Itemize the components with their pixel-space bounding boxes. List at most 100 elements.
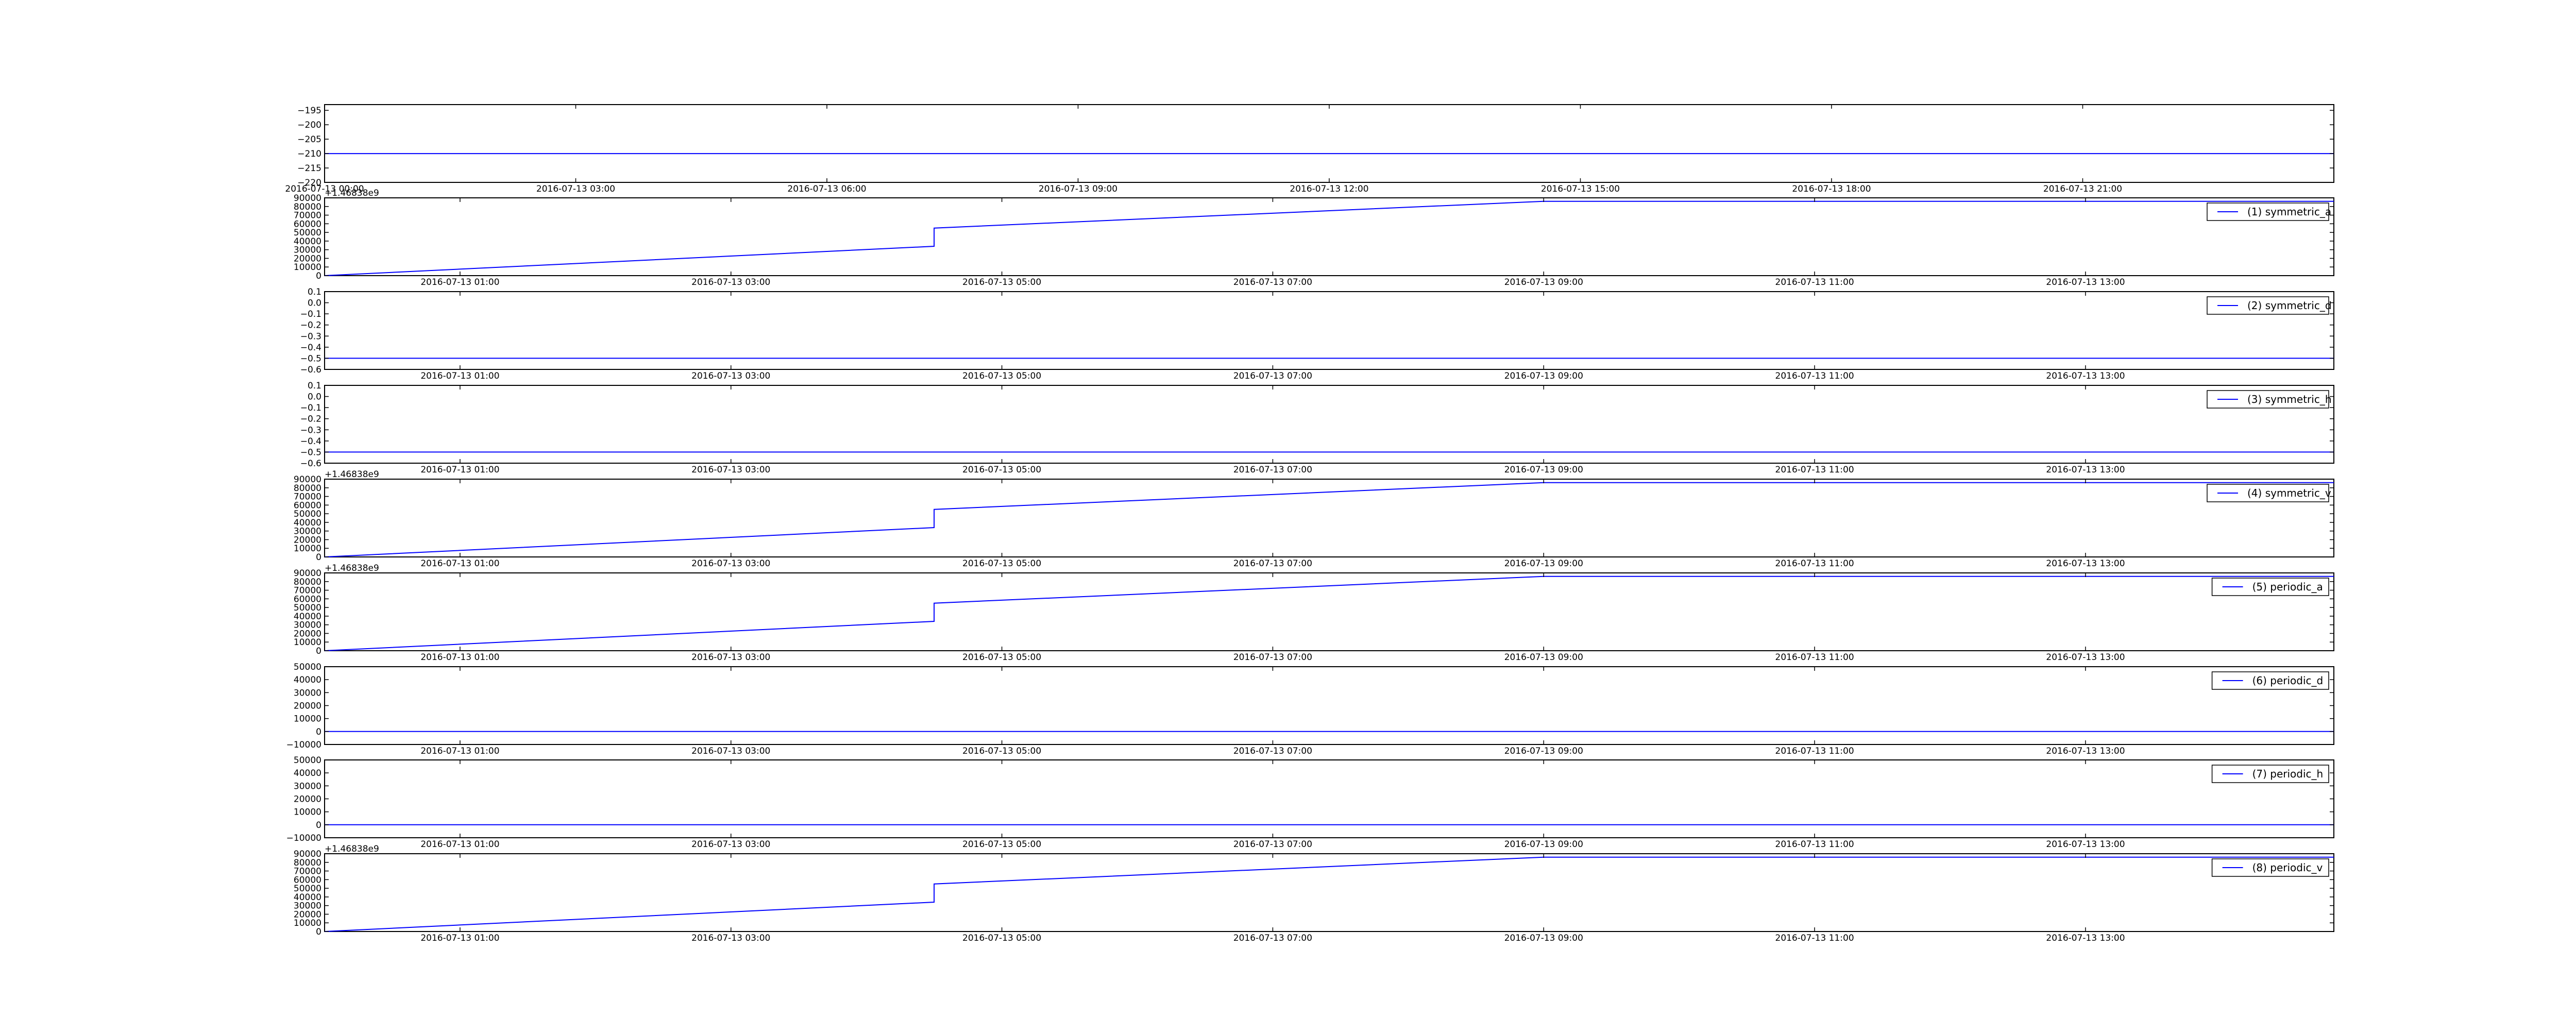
y-tick-label: 20000 (294, 794, 321, 805)
plot-frame (324, 759, 2334, 838)
x-tick-label: 2016-07-13 03:00 (536, 184, 615, 194)
x-tick-label: 2016-07-13 13:00 (2046, 933, 2125, 943)
legend: (5) periodic_a (2211, 578, 2329, 596)
x-tick-label: 2016-07-13 09:00 (1504, 277, 1583, 287)
y-tick-label: −0.2 (300, 320, 321, 331)
x-tick-label: 2016-07-13 00:00 (285, 184, 364, 194)
y-tick-label: 90000 (294, 475, 321, 485)
y-tick-label: 90000 (294, 849, 321, 859)
x-tick-label: 2016-07-13 12:00 (1290, 184, 1368, 194)
y-tick-label: 40000 (294, 768, 321, 778)
x-tick-label: 2016-07-13 01:00 (420, 558, 499, 569)
y-tick-label: 80000 (294, 483, 321, 494)
y-tick-label: 40000 (294, 892, 321, 903)
plot-frame (324, 666, 2334, 745)
y-tick-label: 70000 (294, 211, 321, 221)
x-tick-label: 2016-07-13 05:00 (962, 933, 1041, 943)
x-tick-label: 2016-07-13 07:00 (1233, 652, 1312, 663)
y-tick-label: −10000 (286, 833, 321, 843)
x-tick-label: 2016-07-13 05:00 (962, 371, 1041, 381)
plot-frame (324, 104, 2334, 183)
y-tick-label: −0.6 (300, 459, 321, 469)
legend-label: (3) symmetric_h (2247, 393, 2332, 405)
legend-label: (4) symmetric_v (2247, 487, 2331, 499)
y-tick-label: −200 (297, 120, 321, 130)
y-tick-label: 0.1 (308, 287, 321, 297)
plot-frame (324, 385, 2334, 464)
x-tick-label: 2016-07-13 09:00 (1504, 933, 1583, 943)
y-tick-label: −0.6 (300, 365, 321, 375)
x-tick-label: 2016-07-13 11:00 (1775, 371, 1854, 381)
y-tick-label: −0.3 (300, 425, 321, 435)
panel-6: 0100002000030000400005000060000700008000… (294, 563, 2334, 663)
y-tick-label: 0 (316, 927, 321, 937)
x-tick-label: 2016-07-13 01:00 (420, 465, 499, 475)
y-tick-label: −0.3 (300, 331, 321, 342)
x-tick-label: 2016-07-13 01:00 (420, 746, 499, 756)
y-tick-label: 60000 (294, 594, 321, 604)
x-tick-label: 2016-07-13 03:00 (691, 558, 770, 569)
x-tick-label: 2016-07-13 03:00 (691, 933, 770, 943)
x-tick-label: 2016-07-13 01:00 (420, 839, 499, 850)
y-tick-label: 10000 (294, 262, 321, 273)
x-tick-label: 2016-07-13 07:00 (1233, 465, 1312, 475)
legend: (4) symmetric_v (2207, 484, 2331, 502)
y-tick-label: 50000 (294, 662, 321, 672)
x-tick-label: 2016-07-13 06:00 (787, 184, 866, 194)
y-tick-label: 70000 (294, 586, 321, 596)
x-tick-label: 2016-07-13 11:00 (1775, 746, 1854, 756)
y-tick-label: 30000 (294, 620, 321, 631)
y-tick-label: −0.2 (300, 414, 321, 425)
legend-label: (2) symmetric_d (2247, 299, 2332, 312)
y-tick-label: 0 (316, 552, 321, 563)
x-tick-label: 2016-07-13 05:00 (962, 277, 1041, 287)
y-tick-label: 70000 (294, 492, 321, 502)
x-tick-label: 2016-07-13 03:00 (691, 465, 770, 475)
series-line (324, 482, 2334, 557)
legend-label: (6) periodic_d (2252, 674, 2324, 687)
x-tick-label: 2016-07-13 13:00 (2046, 277, 2125, 287)
y-tick-label: 20000 (294, 701, 321, 712)
plot-frame (324, 291, 2334, 370)
legend: (2) symmetric_d (2207, 296, 2332, 315)
legend: (1) symmetric_a (2207, 202, 2331, 221)
x-tick-label: 2016-07-13 11:00 (1775, 839, 1854, 850)
legend-label: (1) symmetric_a (2247, 206, 2331, 218)
x-tick-label: 2016-07-13 13:00 (2046, 465, 2125, 475)
y-tick-label: 50000 (294, 755, 321, 766)
x-tick-label: 2016-07-13 03:00 (691, 652, 770, 663)
y-tick-label: 60000 (294, 500, 321, 511)
x-tick-label: 2016-07-13 09:00 (1504, 371, 1583, 381)
legend-label: (7) periodic_h (2252, 768, 2324, 780)
y-tick-label: 30000 (294, 245, 321, 256)
x-tick-label: 2016-07-13 09:00 (1504, 746, 1583, 756)
x-tick-label: 2016-07-13 13:00 (2046, 371, 2125, 381)
y-tick-label: 10000 (294, 544, 321, 554)
x-tick-label: 2016-07-13 05:00 (962, 465, 1041, 475)
x-tick-label: 2016-07-13 11:00 (1775, 652, 1854, 663)
y-tick-label: −0.5 (300, 353, 321, 364)
x-tick-label: 2016-07-13 18:00 (1792, 184, 1871, 194)
y-tick-label: 30000 (294, 527, 321, 537)
y-tick-label: 0 (316, 271, 321, 281)
legend-label: (8) periodic_v (2252, 861, 2323, 874)
x-tick-label: 2016-07-13 11:00 (1775, 465, 1854, 475)
x-tick-label: 2016-07-13 09:00 (1504, 558, 1583, 569)
x-tick-label: 2016-07-13 05:00 (962, 839, 1041, 850)
x-tick-label: 2016-07-13 11:00 (1775, 933, 1854, 943)
y-tick-label: 80000 (294, 577, 321, 587)
y-tick-label: 30000 (294, 901, 321, 911)
x-tick-label: 2016-07-13 03:00 (691, 839, 770, 850)
plot-frame (324, 479, 2334, 557)
y-tick-label: −0.1 (300, 403, 321, 413)
panel-9: 0100002000030000400005000060000700008000… (294, 844, 2334, 943)
x-tick-label: 2016-07-13 07:00 (1233, 839, 1312, 850)
y-tick-label: 50000 (294, 509, 321, 519)
legend: (3) symmetric_h (2207, 390, 2332, 409)
series-line (324, 575, 2334, 651)
y-tick-label: 0.0 (308, 392, 321, 402)
y-offset-text: +1.46838e9 (325, 469, 379, 480)
y-tick-label: −220 (297, 178, 321, 188)
y-tick-label: 0.0 (308, 298, 321, 309)
y-tick-label: 90000 (294, 568, 321, 579)
